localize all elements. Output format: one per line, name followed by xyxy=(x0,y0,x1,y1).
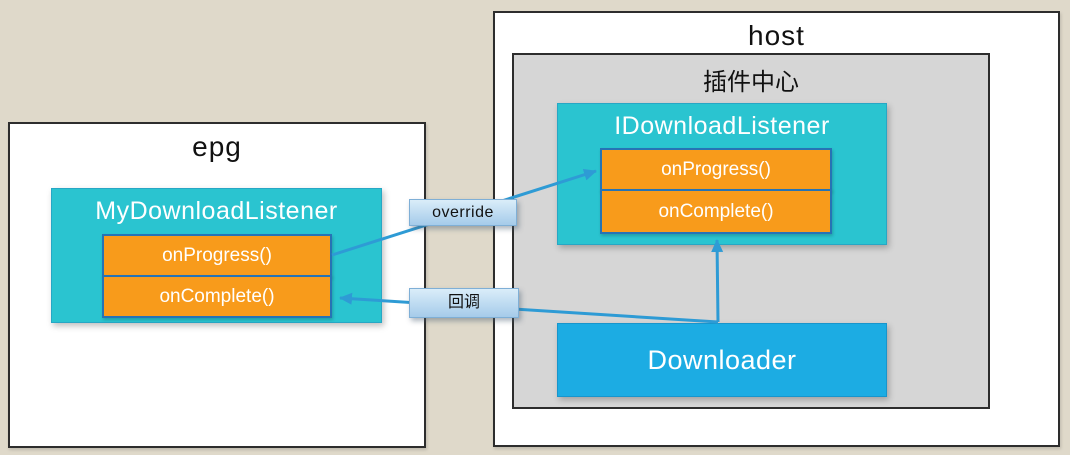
plugin-center-box: 插件中心 IDownloadListener onProgress() onCo… xyxy=(512,53,990,409)
host-method-oncomplete: onComplete() xyxy=(600,189,832,234)
epg-title: epg xyxy=(192,131,242,162)
host-method-onprogress: onProgress() xyxy=(600,148,832,191)
host-title: host xyxy=(748,20,805,51)
idownload-listener-title: IDownloadListener xyxy=(614,112,830,140)
downloader-component-box: Downloader xyxy=(557,323,887,397)
plugin-center-title: 插件中心 xyxy=(703,69,799,96)
host-package-box: host 插件中心 IDownloadListener onProgress()… xyxy=(493,11,1060,447)
epg-method-oncomplete: onComplete() xyxy=(102,275,332,318)
callback-label: 回调 xyxy=(409,288,519,318)
idownload-listener-interface-box: IDownloadListener onProgress() onComplet… xyxy=(557,103,887,245)
override-label: override xyxy=(409,199,517,226)
epg-package-box: epg MyDownloadListener onProgress() onCo… xyxy=(8,122,426,448)
my-download-listener-title: MyDownloadListener xyxy=(95,197,338,225)
epg-method-onprogress: onProgress() xyxy=(102,234,332,277)
my-download-listener-class-box: MyDownloadListener onProgress() onComple… xyxy=(51,188,382,323)
